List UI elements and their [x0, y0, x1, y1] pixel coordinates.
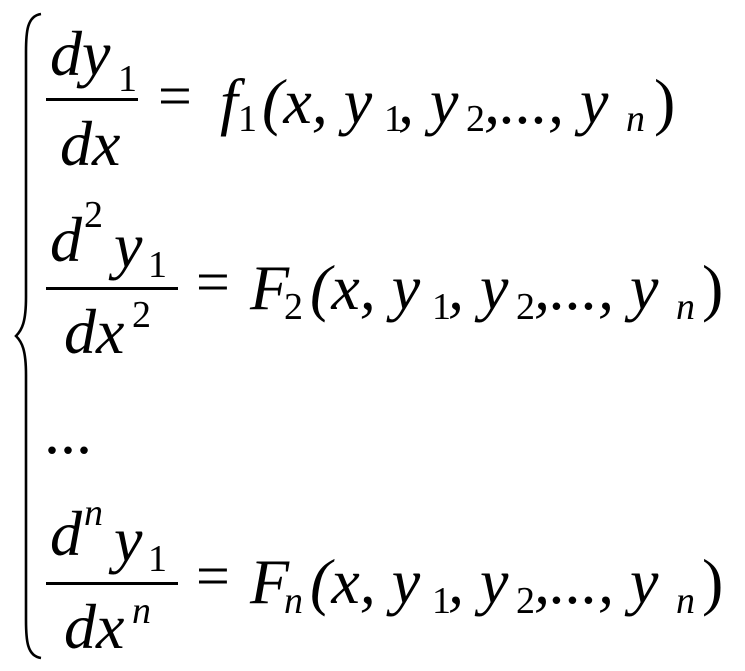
eq2-function-subscript: 2 — [284, 286, 303, 328]
eq3-function-subscript: n — [284, 580, 303, 622]
eq2-arg-subscript-n: n — [676, 286, 695, 328]
eq2-numerator-y: y — [114, 210, 143, 281]
eq1-equals: = — [158, 63, 192, 129]
eq2-fraction-bar — [46, 287, 178, 290]
eq1-function: f — [220, 66, 238, 137]
eq3-numerator-d: d — [50, 498, 82, 569]
eq3-function: F — [250, 546, 290, 617]
eq2-denominator: dx — [64, 296, 125, 367]
eq3-fraction-bar — [46, 582, 178, 585]
eq3-equals: = — [196, 543, 230, 609]
eq1-arg-subscript-n: n — [626, 98, 645, 140]
eq2-numerator-superscript: 2 — [84, 194, 103, 236]
eq1-args-mid-2: ,..., y — [484, 66, 609, 137]
ellipsis-row: ... — [44, 396, 92, 467]
left-brace — [14, 12, 42, 660]
eq1-denominator: dx — [60, 108, 121, 179]
eq3-numerator-y: y — [114, 504, 143, 575]
eq1-arg-subscript-1: 1 — [384, 98, 403, 140]
eq2-equals: = — [196, 249, 230, 315]
eq2-arg-subscript-2: 2 — [516, 286, 535, 328]
eq3-args-start: (x, y — [310, 546, 421, 617]
eq3-numerator-superscript: n — [84, 492, 103, 534]
eq3-arg-subscript-n: n — [676, 580, 695, 622]
eq1-numerator-subscript: 1 — [118, 58, 137, 100]
eq1-args-start: (x, y — [262, 66, 373, 137]
eq1-arg-subscript-2: 2 — [466, 98, 485, 140]
eq1-args-mid-1: , y — [398, 66, 459, 137]
eq2-close-paren: ) — [702, 252, 724, 323]
eq2-function: F — [250, 252, 290, 323]
eq3-denominator-superscript: n — [132, 590, 151, 632]
eq3-arg-subscript-2: 2 — [516, 580, 535, 622]
eq2-numerator-d: d — [50, 204, 82, 275]
eq1-function-subscript: 1 — [238, 98, 257, 140]
eq3-numerator-subscript: 1 — [148, 538, 167, 580]
eq2-numerator-subscript: 1 — [148, 244, 167, 286]
eq2-args-mid-2: ,..., y — [534, 252, 659, 323]
eq3-close-paren: ) — [702, 546, 724, 617]
eq3-args-mid-2: ,..., y — [534, 546, 659, 617]
eq2-denominator-superscript: 2 — [132, 294, 151, 336]
eq1-fraction-bar — [46, 98, 138, 101]
eq3-args-mid-1: , y — [448, 546, 509, 617]
eq2-args-start: (x, y — [310, 252, 421, 323]
eq3-denominator: dx — [64, 591, 125, 662]
eq2-args-mid-1: , y — [448, 252, 509, 323]
eq2-arg-subscript-1: 1 — [432, 286, 451, 328]
eq1-numerator: dy — [50, 18, 111, 89]
eq1-close-paren: ) — [654, 66, 676, 137]
eq3-arg-subscript-1: 1 — [432, 580, 451, 622]
